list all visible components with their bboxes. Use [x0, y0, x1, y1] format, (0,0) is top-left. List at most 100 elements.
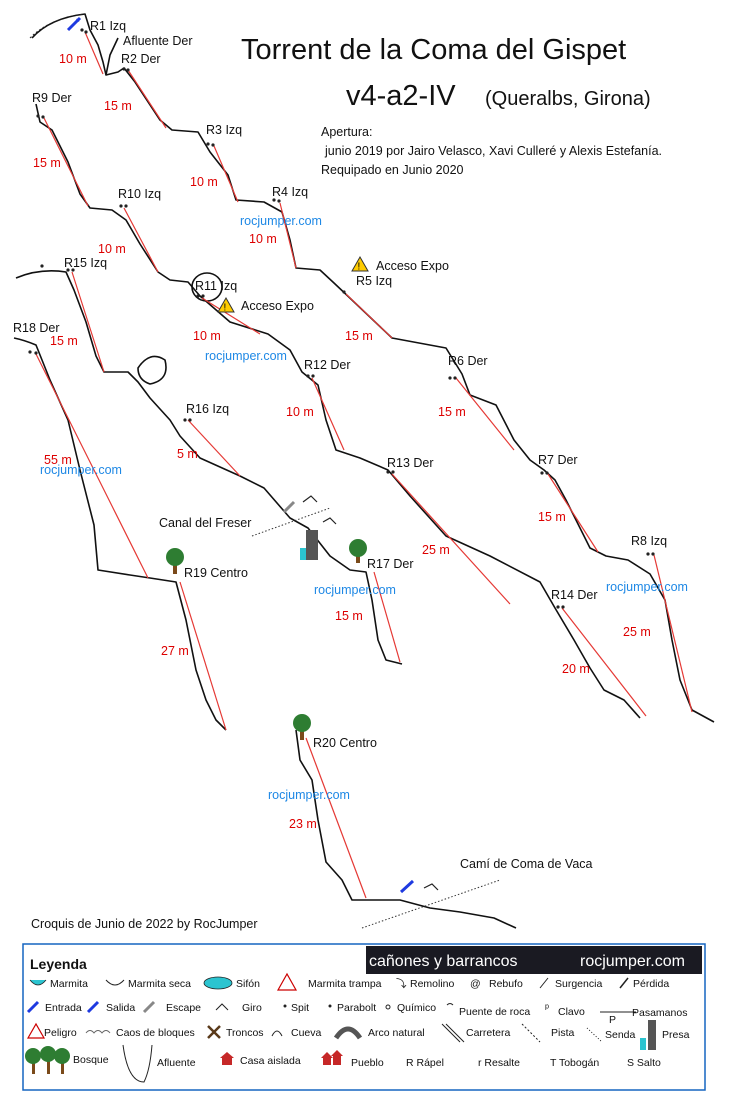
legend-item: S Salto	[627, 1057, 661, 1069]
siphon-icon	[203, 976, 233, 990]
length-r5: 15 m	[345, 329, 373, 343]
label-r7: R7 Der	[538, 453, 578, 467]
tree-icon	[349, 539, 367, 563]
legend-item: Clavo	[558, 1006, 585, 1018]
legend-banner-right: rocjumper.com	[580, 953, 685, 970]
legend-item: Afluente	[157, 1057, 196, 1069]
legend-banner-left: cañones y barrancos	[369, 953, 518, 970]
legend-item: Sifón	[236, 978, 260, 990]
length-r2: 15 m	[104, 99, 132, 113]
legend-item: Parabolt	[337, 1002, 376, 1014]
length-r8: 25 m	[623, 625, 651, 639]
length-r13: 25 m	[422, 543, 450, 557]
rope-r12	[311, 377, 345, 451]
wall-bottom	[295, 729, 517, 929]
village-icon	[321, 1050, 343, 1065]
length-r20: 23 m	[289, 817, 317, 831]
rope-r4	[279, 202, 297, 269]
label-r2: R2 Der	[121, 52, 161, 66]
wall-top	[31, 13, 715, 723]
label-r8: R8 Izq	[631, 534, 667, 548]
legend-item: Cueva	[291, 1027, 322, 1039]
rope-r5	[345, 293, 393, 339]
equipped-text: Requipado en Junio 2020	[321, 163, 464, 177]
rope-r11	[201, 297, 261, 335]
road-label: Camí de Coma de Vaca	[460, 857, 593, 871]
parabolt-icon	[328, 1004, 332, 1008]
tree-icon	[293, 714, 311, 740]
rope-r20	[305, 737, 367, 899]
rope-r16	[187, 419, 241, 477]
chemical-icon	[385, 1004, 391, 1010]
whirlpool-icon: ⤵	[396, 978, 407, 990]
rope-r10	[123, 207, 159, 273]
length-r3: 10 m	[190, 175, 218, 189]
trail-icon	[586, 1027, 603, 1043]
legend-item: Marmita seca	[128, 978, 191, 990]
rock-bridge-icon	[446, 1003, 454, 1006]
length-r18: 55 m	[44, 453, 72, 467]
rope-r1	[84, 31, 104, 75]
rope-r14	[561, 607, 647, 717]
length-r9: 15 m	[33, 156, 61, 170]
rope-r13	[391, 473, 511, 605]
length-r6: 15 m	[438, 405, 466, 419]
svg-text:!: !	[358, 262, 361, 273]
length-r10: 10 m	[98, 242, 126, 256]
label-r17: R17 Der	[367, 557, 414, 571]
tributary-icon	[122, 1044, 153, 1083]
legend-item: Remolino	[410, 978, 455, 990]
watermark-2: rocjumper.com	[205, 349, 287, 363]
boulder-chaos-icon	[85, 1030, 111, 1034]
exposed-access-label-2: Acceso Expo	[241, 299, 314, 313]
block-r15	[137, 355, 167, 385]
legend-item: Escape	[166, 1002, 201, 1014]
dam-icon	[300, 530, 318, 560]
label-r9: R9 Der	[32, 91, 72, 105]
length-r4: 10 m	[249, 232, 277, 246]
length-r12: 10 m	[286, 405, 314, 419]
legend-item: Peligro	[44, 1027, 77, 1039]
legend-item: Puente de roca	[459, 1006, 530, 1018]
label-r16: R16 Izq	[186, 402, 229, 416]
legend-item: Surgencia	[555, 978, 602, 990]
rope-r6	[455, 377, 515, 451]
turn-icon	[423, 883, 439, 891]
label-r13: R13 Der	[387, 456, 434, 470]
label-r10: R10 Izq	[118, 187, 161, 201]
tributary-label: Afluente Der	[123, 34, 192, 48]
rope-lengths: 10 m 15 m 10 m 10 m 15 m 15 m 15 m 25 m …	[33, 52, 651, 831]
wall-third	[15, 270, 403, 665]
watermark-1: rocjumper.com	[240, 214, 322, 228]
length-r11: 10 m	[193, 329, 221, 343]
rope-r18	[35, 353, 149, 579]
rope-r7	[547, 473, 599, 553]
legend-item: Bosque	[73, 1054, 109, 1066]
legend-item: Carretera	[466, 1027, 511, 1039]
rope-r9	[43, 117, 89, 207]
canyon-location: (Queralbs, Girona)	[485, 88, 651, 110]
spit-icon	[283, 1004, 287, 1008]
rope-r19	[179, 581, 227, 731]
road-icon	[441, 1023, 465, 1043]
anchor-bolts	[28, 28, 655, 609]
length-r19: 27 m	[161, 644, 189, 658]
turn-icon	[322, 517, 337, 525]
trap-pothole-icon	[276, 972, 298, 991]
rope-r8	[653, 554, 693, 713]
legend-item: Giro	[242, 1002, 262, 1014]
legend-item: Senda	[605, 1029, 636, 1041]
rope-lines	[35, 31, 693, 899]
legend: Leyenda cañones y barrancos rocjumper.co…	[22, 943, 706, 1091]
warning-icon: !	[351, 255, 369, 273]
canal-label: Canal del Freser	[159, 516, 251, 530]
piton-icon: ᵖ	[545, 1002, 549, 1014]
wall-second	[35, 103, 641, 719]
title-block: Torrent de la Coma del Gispet v4-a2-IV (…	[241, 34, 662, 177]
legend-item: Pueblo	[351, 1057, 384, 1069]
loss-icon	[619, 977, 629, 989]
label-r6: R6 Der	[448, 354, 488, 368]
legend-item: r Resalte	[478, 1057, 520, 1069]
tributary-line	[105, 37, 119, 76]
turn-icon	[302, 495, 318, 503]
